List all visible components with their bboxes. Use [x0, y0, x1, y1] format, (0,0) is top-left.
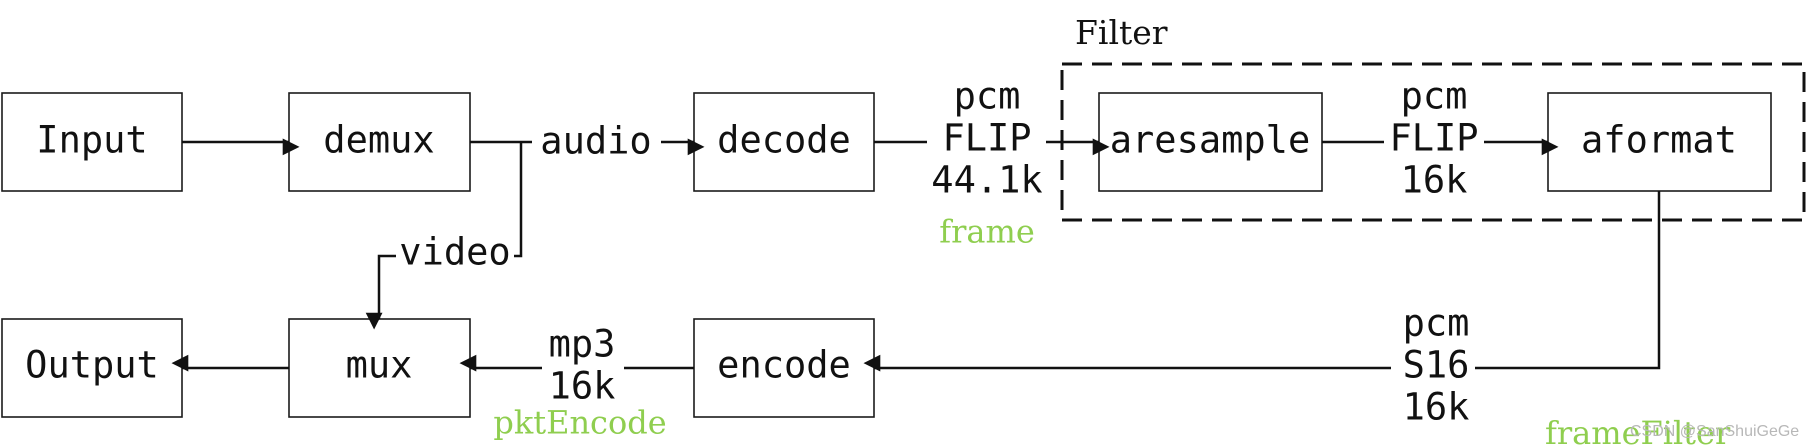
audio-label: audio	[540, 120, 651, 163]
output-node: Output	[1, 318, 183, 418]
decode-node: decode	[693, 92, 875, 192]
aformat-out-line2: S16	[1403, 344, 1470, 387]
encode-out-line2: 16k	[549, 365, 616, 408]
decode-out-line1: pcm	[954, 75, 1021, 118]
mux-node: mux	[288, 318, 471, 418]
edge-video-down	[514, 142, 523, 258]
aformat-label: aformat	[1581, 119, 1737, 162]
aresample-out-line1: pcm	[1401, 75, 1468, 118]
input-label: Input	[36, 119, 147, 162]
encode-out-line1: mp3	[549, 323, 616, 366]
filter-label: Filter	[1075, 13, 1168, 52]
encode-node: encode	[693, 318, 875, 418]
demux-label: demux	[323, 119, 434, 162]
decode-label: decode	[717, 119, 851, 162]
frame-filter-annotation: frameFilter	[1545, 414, 1731, 447]
pkt-encode-annotation: pktEncode	[493, 404, 666, 442]
aresample-node: aresample	[1098, 92, 1323, 192]
watermark: CSDN @SanShuiGeGe	[1630, 423, 1799, 440]
mux-label: mux	[346, 344, 413, 387]
edge-video-mux	[365, 254, 396, 330]
aresample-out-line3: 16k	[1401, 159, 1468, 202]
encode-label: encode	[717, 344, 851, 387]
aformat-out-line3: 16k	[1403, 386, 1470, 429]
aformat-out-line1: pcm	[1403, 302, 1470, 345]
video-label: video	[399, 231, 510, 274]
decode-out-line3: 44.1k	[931, 159, 1042, 202]
demux-node: demux	[288, 92, 471, 192]
aformat-node: aformat	[1547, 92, 1772, 192]
frame-annotation: frame	[939, 213, 1035, 251]
output-label: Output	[25, 344, 159, 387]
edge-aformat-down	[1475, 191, 1661, 370]
input-node: Input	[1, 92, 183, 192]
aresample-label: aresample	[1110, 119, 1310, 162]
decode-out-line2: FLIP	[942, 117, 1031, 160]
aresample-out-line2: FLIP	[1389, 117, 1478, 160]
